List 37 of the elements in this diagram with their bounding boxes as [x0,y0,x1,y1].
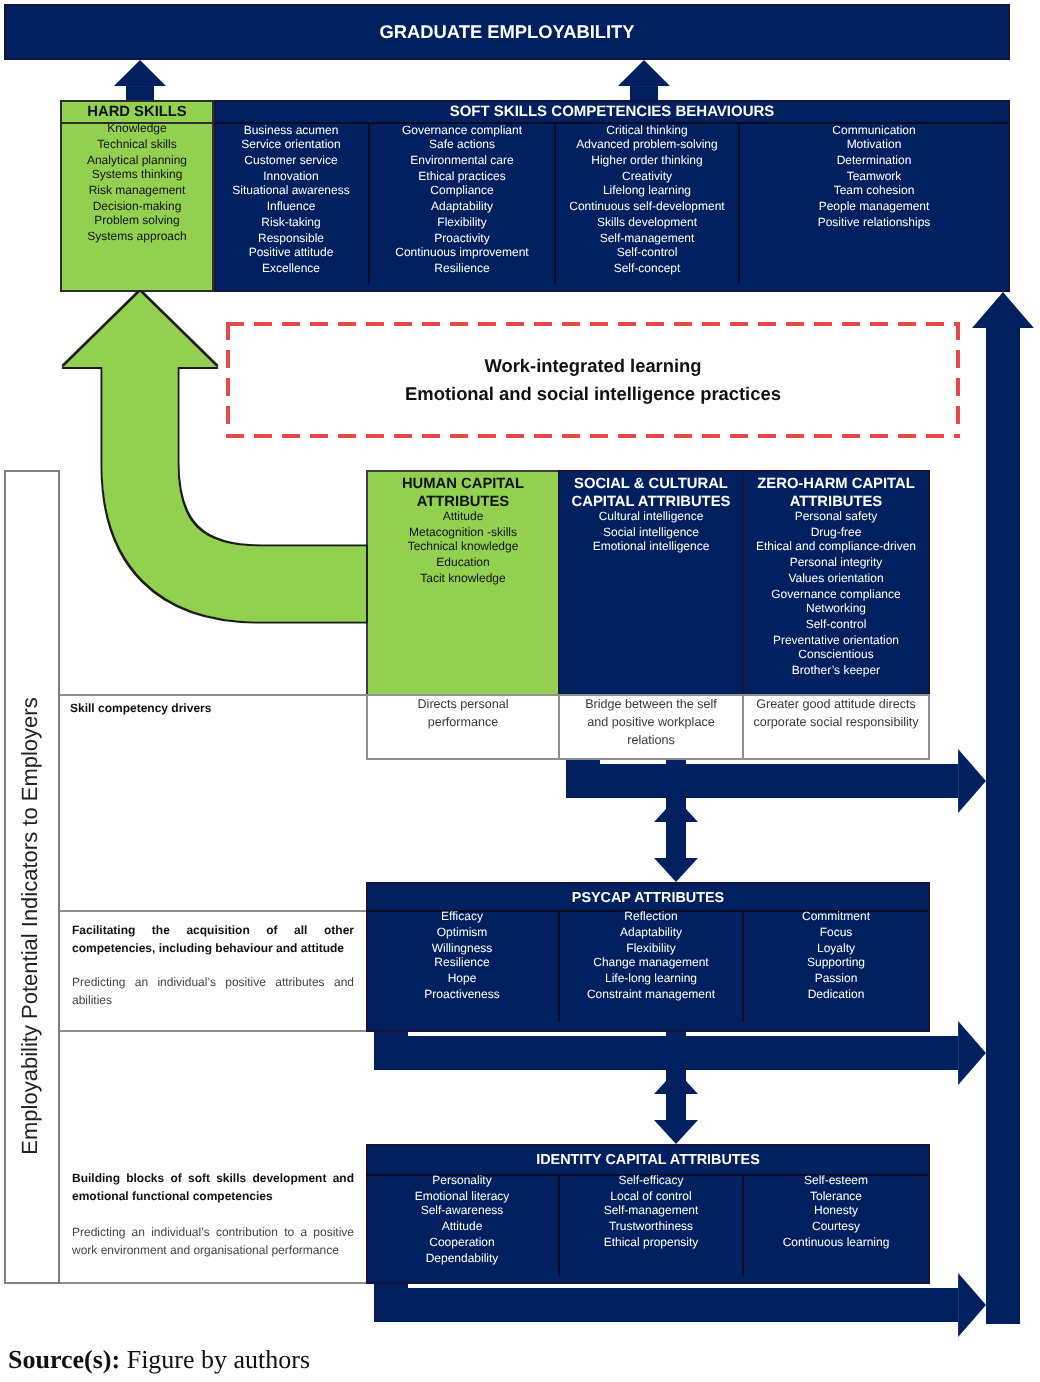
practice-heading: Work-integrated learning [484,353,702,380]
skills-column [368,122,554,284]
arrow-head [972,292,1034,336]
attribute-panel [558,470,742,694]
block-arrow [566,749,986,813]
table-cell [60,1170,366,1284]
skills-panel [214,100,1010,292]
table-cell [60,910,366,1032]
attribute-panel [366,1144,930,1284]
skills-column [554,122,738,284]
attribute-panel [366,470,558,694]
attribute-column [558,1174,742,1276]
attribute-column [742,910,928,1022]
attribute-panel [742,470,930,694]
block-arrow [617,60,671,100]
dashed-frame [226,322,960,438]
practice-heading: Emotional and social intelligence practices [405,382,781,408]
attribute-column [558,910,742,1022]
vertical-label: Employability Potential Indicators to Employers [19,697,45,1155]
table-cell [558,694,742,760]
block-arrow [113,60,167,100]
double-arrow [654,1032,698,1144]
arrow-shaft [986,336,1020,1324]
attribute-panel [366,882,930,1032]
skills-column [738,122,1008,284]
source-caption: Source(s): Figure by authors [8,1344,311,1374]
banner-title: GRADUATE EMPLOYABILITY [379,21,635,43]
double-arrow [654,760,698,882]
curved-arrow [63,292,366,622]
skills-panel [60,100,214,292]
side-label-panel [4,470,60,1284]
block-arrow [374,1021,986,1085]
block-arrow [374,1273,986,1337]
table-cell [742,694,930,760]
goal-banner [4,4,1010,60]
table-cell [366,694,558,760]
attribute-column [742,1174,928,1276]
